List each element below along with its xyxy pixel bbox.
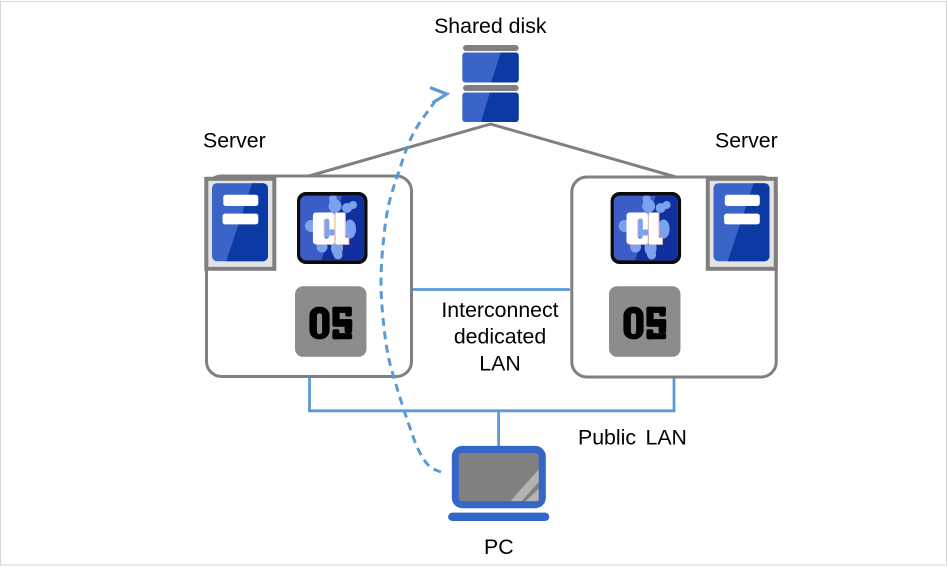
svg-text:LAN: LAN [646, 425, 687, 449]
svg-text:Server: Server [203, 129, 266, 153]
svg-text:Interconnect: Interconnect [441, 298, 558, 322]
svg-text:Public: Public [578, 425, 636, 449]
svg-text:dedicated: dedicated [454, 325, 546, 349]
svg-text:Shared disk: Shared disk [434, 14, 547, 38]
svg-text:Server: Server [715, 129, 778, 153]
svg-text:PC: PC [484, 535, 514, 559]
svg-text:LAN: LAN [479, 351, 520, 375]
